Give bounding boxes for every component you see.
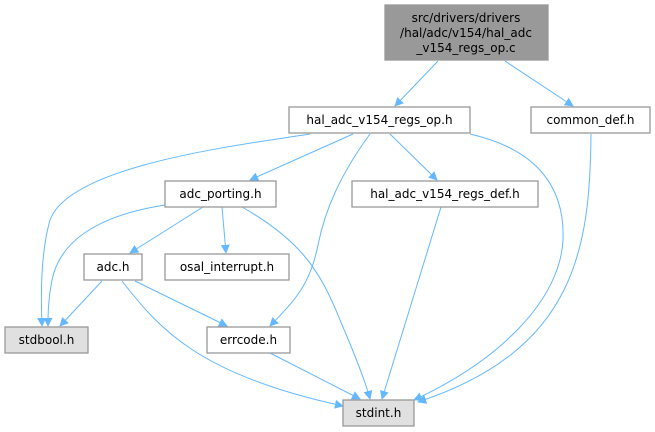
node-label: adc.h [97,260,130,274]
edge-regs-op-errcode [269,133,371,327]
edge-regs-op-stdbool [37,133,311,327]
edge-adc-errcode [134,280,228,327]
edges [37,60,592,409]
edge-errcode-stdint [269,352,361,400]
node-label: _v154_regs_op.c [415,41,515,55]
edge-adc-stdint [121,280,344,409]
node-stdbool-h: stdbool.h [4,326,89,354]
node-label: hal_adc_v154_regs_op.h [306,113,452,127]
node-stdint-h: stdint.h [342,399,415,427]
node-errcode-h[interactable]: errcode.h [206,326,291,354]
edge-adc-porting-adc [129,206,204,254]
node-label: adc_porting.h [179,187,261,201]
edge-regs-op-stdint [413,133,564,401]
node-common-def-h[interactable]: common_def.h [530,106,651,134]
edge-regs-op-adc-porting [249,133,354,181]
node-regs-def-h[interactable]: hal_adc_v154_regs_def.h [351,180,539,208]
node-adc-h[interactable]: adc.h [83,253,143,281]
node-label: errcode.h [220,333,277,347]
node-label: src/drivers/drivers [412,11,521,25]
edge-regs-op-regs-def [389,133,438,181]
node-root-file[interactable]: src/drivers/drivers /hal/adc/v154/hal_ad… [384,4,549,61]
edge-common-def-stdint [417,133,592,404]
node-label: /hal/adc/v154/hal_adc [400,26,532,40]
node-label: stdint.h [356,406,402,420]
node-label: common_def.h [546,113,634,127]
edge-adc-porting-osal [220,206,230,254]
edge-adc-porting-stdint [241,206,373,400]
node-adc-porting-h[interactable]: adc_porting.h [164,180,277,208]
edge-adc-porting-stdbool [43,204,166,327]
node-regs-op-h[interactable]: hal_adc_v154_regs_op.h [288,106,471,134]
node-label: osal_interrupt.h [180,260,274,274]
node-label: stdbool.h [19,333,75,347]
node-osal-interrupt-h[interactable]: osal_interrupt.h [164,253,290,281]
edge-regs-def-stdint [380,206,442,400]
node-label: hal_adc_v154_regs_def.h [370,187,520,201]
edge-adc-stdbool [59,280,103,327]
edge-root-common-def [504,60,574,107]
edge-root-regs-op [394,60,439,107]
